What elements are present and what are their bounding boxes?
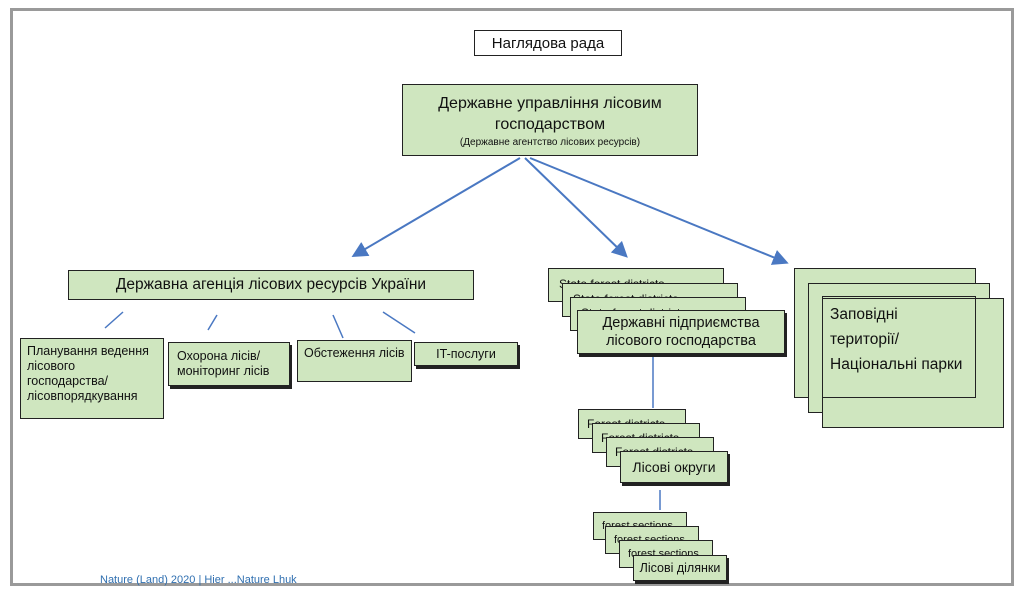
agency-unit-survey: Обстеження лісів (297, 340, 412, 382)
protected-box: Заповідні території/ Національні парки (822, 296, 976, 398)
districts-box: Лісові округи (620, 451, 728, 483)
top-management-subtitle: (Державне агентство лісових ресурсів) (459, 136, 641, 148)
protected-title: Заповідні території/ Національні парки (830, 306, 963, 373)
top-management-title: Державне управління лісовим господарство… (438, 94, 662, 133)
protected-back-3 (822, 298, 1004, 428)
agency-unit-it-label: IT-послуги (436, 347, 496, 361)
agency-box: Державна агенція лісових ресурсів Україн… (68, 270, 474, 300)
supervisory-board-box: Наглядова рада (474, 30, 622, 56)
agency-unit-planning-label: Планування ведення лісового господарства… (27, 344, 149, 403)
agency-unit-it: IT-послуги (414, 342, 518, 366)
sections-title: Лісові ділянки (639, 561, 721, 575)
agency-unit-survey-label: Обстеження лісів (304, 346, 405, 360)
enterprises-title: Державні підприємства лісового господарс… (602, 315, 760, 349)
supervisory-board-label: Наглядова рада (491, 34, 605, 52)
footer-text: Nature (Land) 2020 | Hier ...Nature Lhuk (100, 574, 297, 586)
agency-unit-protection-label: Охорона лісів/ моніторинг лісів (177, 349, 270, 378)
sections-box: Лісові ділянки (633, 555, 727, 581)
agency-unit-planning: Планування ведення лісового господарства… (20, 338, 164, 419)
agency-unit-protection: Охорона лісів/ моніторинг лісів (168, 342, 290, 386)
districts-title: Лісові округи (632, 459, 716, 475)
agency-title: Державна агенція лісових ресурсів Україн… (115, 276, 427, 293)
top-management-box: Державне управління лісовим господарство… (402, 84, 698, 156)
enterprises-box: Державні підприємства лісового господарс… (577, 310, 785, 354)
